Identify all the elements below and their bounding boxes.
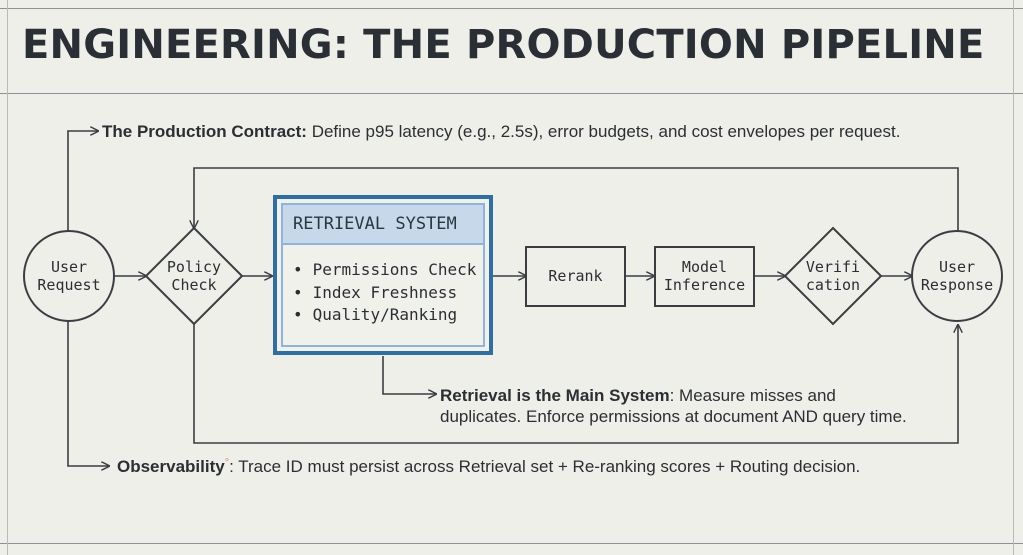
retrieval-item: Permissions Check [293,259,477,282]
retrieval-note-connector [382,356,436,394]
right-rule [1013,0,1014,555]
observability-connector [67,321,109,466]
top-rule [0,8,1023,9]
policy-check-line1: Policy [166,258,222,276]
policy-check-line2: Check [171,276,217,294]
retrieval-note-text-2: duplicates. Enforce permissions at docum… [440,407,907,426]
retrieval-note-text-1: : Measure misses and [669,386,836,405]
contract-note-text: Define p95 latency (e.g., 2.5s), error b… [311,122,901,141]
user-request-node [23,230,115,322]
verification-label: Verifi cation [788,258,878,294]
contract-note-label: The Production Contract: [102,122,307,141]
feedback-loop-top [194,167,959,232]
policy-check-node [144,226,244,326]
user-request-line2: Request [37,276,101,294]
contract-connector [67,131,98,232]
retrieval-system-inner: RETRIEVAL SYSTEM Permissions Check Index… [281,203,485,347]
retrieval-item: Quality/Ranking [293,304,476,327]
rerank-label: Rerank [526,267,625,285]
user-request-line1: User [50,258,88,276]
title-rule [0,93,1023,94]
model-inference-line1: Model [681,258,728,276]
retrieval-item: Index Freshness [293,282,476,305]
rerank-node [525,246,626,307]
verification-node [783,226,883,326]
user-response-node [911,230,1003,322]
observability-marker: ° [224,457,230,469]
retrieval-system-title: RETRIEVAL SYSTEM [283,205,483,245]
feedback-loop-bottom [193,324,958,444]
page-title: ENGINEERING: THE PRODUCTION PIPELINE [22,22,985,68]
retrieval-note: Retrieval is the Main System: Measure mi… [440,385,907,427]
user-response-label: User Response [912,258,1002,294]
retrieval-note-label: Retrieval is the Main System [440,386,670,405]
user-response-line1: User [938,258,976,276]
left-rule [7,0,8,555]
bottom-rule [0,543,1023,544]
rerank-line1: Rerank [548,267,603,285]
verification-line1: Verifi [805,258,861,276]
user-request-label: User Request [24,258,114,294]
policy-check-label: Policy Check [149,258,239,294]
model-inference-label: Model Inference [655,258,754,294]
user-response-line2: Response [920,276,994,294]
observability-note-label: Observability [117,457,225,476]
model-inference-node [654,246,755,307]
observability-note-text: : Trace ID must persist across Retrieval… [229,457,861,476]
retrieval-system-node: RETRIEVAL SYSTEM Permissions Check Index… [273,195,493,355]
contract-note: The Production Contract: Define p95 late… [102,122,900,142]
observability-note: Observability°: Trace ID must persist ac… [117,457,860,477]
verification-line2: cation [805,276,861,294]
model-inference-line2: Inference [663,276,746,294]
retrieval-system-items: Permissions Check Index Freshness Qualit… [293,259,477,327]
